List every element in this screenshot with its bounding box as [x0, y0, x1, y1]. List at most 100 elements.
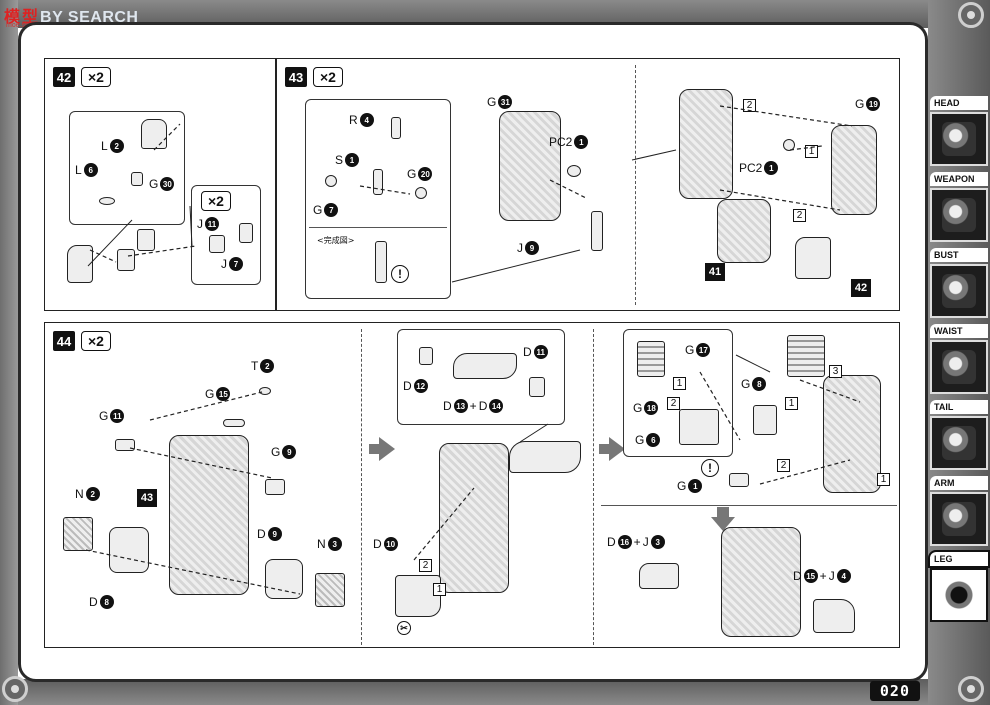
sequence-marker: 1	[785, 397, 798, 410]
leg-silhouette-icon	[930, 568, 988, 622]
claw-part	[795, 237, 831, 279]
cover-part	[453, 353, 517, 379]
tab-waist[interactable]: WAIST	[930, 324, 988, 394]
leg-assembly	[439, 443, 509, 593]
warning-icon: !	[701, 459, 719, 477]
tab-arm[interactable]: ARM	[930, 476, 988, 546]
armor-plate	[63, 517, 93, 551]
arm-silhouette-icon	[930, 492, 988, 546]
leg-assembly	[721, 527, 801, 637]
step-number: 42	[53, 67, 75, 87]
small-part	[137, 229, 155, 251]
sequence-marker: 3	[829, 365, 842, 378]
polycap-part	[783, 139, 795, 151]
tab-bust-label: BUST	[930, 248, 988, 262]
tab-weapon-label: WEAPON	[930, 172, 988, 186]
completed-view-label: <完成図>	[317, 236, 355, 245]
sequence-marker: 2	[743, 99, 756, 112]
small-part	[115, 439, 135, 451]
leg-assembly	[169, 435, 249, 595]
step-43-header: 43 ×2	[285, 67, 343, 87]
step-quantity: ×2	[81, 67, 111, 87]
bottom-frame	[0, 679, 990, 705]
tab-head[interactable]: HEAD	[930, 96, 988, 166]
cut-icon: ✂	[397, 621, 411, 635]
sequence-marker: 1	[877, 473, 890, 486]
ribbed-part	[637, 341, 665, 377]
tab-arm-label: ARM	[930, 476, 988, 490]
tab-bust[interactable]: BUST	[930, 248, 988, 318]
page-number: 020	[869, 681, 920, 701]
section-divider	[601, 505, 897, 506]
panel-divider	[361, 329, 362, 645]
foot-plate	[395, 575, 441, 617]
logo-char-2: 型	[22, 7, 39, 26]
small-part	[209, 235, 225, 253]
sequence-marker: 1	[433, 583, 446, 596]
sequence-marker: 2	[667, 397, 680, 410]
site-watermark-logo: 模 型 BY SEARCH	[4, 3, 138, 26]
sequence-marker: 1	[805, 145, 818, 158]
sequence-marker: 2	[777, 459, 790, 472]
tab-weapon[interactable]: WEAPON	[930, 172, 988, 242]
bust-silhouette-icon	[930, 264, 988, 318]
sequence-marker: 2	[793, 209, 806, 222]
warning-icon: !	[391, 265, 409, 283]
tab-tail[interactable]: TAIL	[930, 400, 988, 470]
small-part	[131, 172, 143, 186]
pin-part	[223, 419, 245, 427]
armor-plate	[265, 559, 303, 599]
tab-tail-label: TAIL	[930, 400, 988, 414]
sequence-marker: 2	[419, 559, 432, 572]
leg-frame-part	[831, 125, 877, 215]
tab-leg-label: LEG	[928, 550, 990, 568]
tab-waist-label: WAIST	[930, 324, 988, 338]
toe-part	[813, 599, 855, 633]
panel-divider	[593, 329, 594, 645]
left-frame	[0, 0, 18, 705]
gear-icon	[958, 676, 984, 702]
next-arrow-icon	[599, 437, 625, 461]
inset-quantity: ×2	[201, 191, 231, 211]
sequence-marker: 1	[673, 377, 686, 390]
leg-frame-part	[499, 111, 561, 221]
joint-part	[591, 211, 603, 251]
step-quantity: ×2	[313, 67, 343, 87]
leg-frame-part	[679, 89, 733, 199]
hip-part	[717, 199, 771, 263]
block-part	[679, 409, 719, 445]
inset-divider	[309, 227, 447, 228]
claw-part	[67, 245, 93, 283]
small-part	[529, 377, 545, 397]
small-part	[419, 347, 433, 365]
small-part	[99, 197, 115, 205]
tail-silhouette-icon	[930, 416, 988, 470]
tab-leg[interactable]: LEG	[928, 550, 990, 622]
cap-part	[415, 187, 427, 199]
